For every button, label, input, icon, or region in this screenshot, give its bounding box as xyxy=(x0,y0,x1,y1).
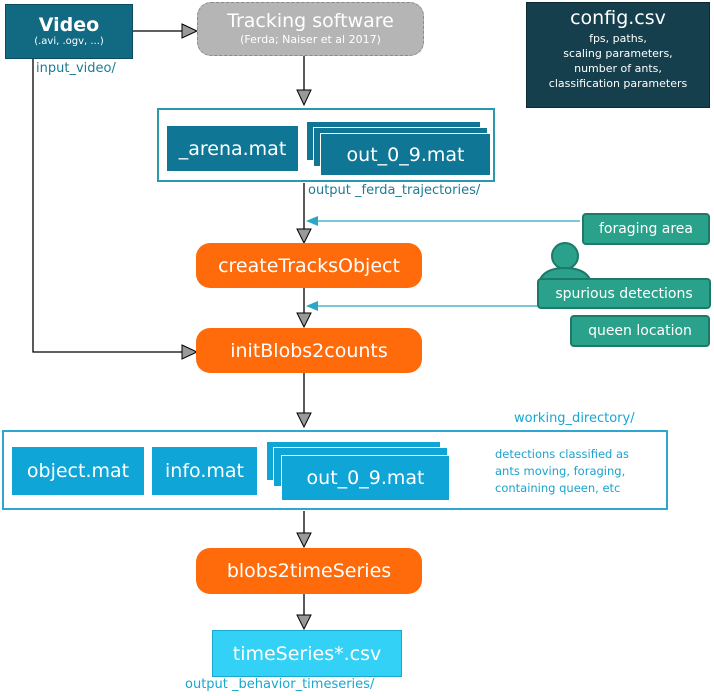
timeseries-file-node: timeSeries*.csv xyxy=(212,630,402,677)
timeseries-file-label: timeSeries*.csv xyxy=(232,642,382,665)
timeseries-output-label: output _behavior_timeseries/ xyxy=(185,677,375,692)
arrow-head-icon xyxy=(296,228,312,245)
config-line: classification parameters xyxy=(548,77,688,90)
init-blobs-label: initBlobs2counts xyxy=(230,339,388,362)
spurious-detections-label: spurious detections xyxy=(555,285,693,302)
queen-location-node: queen location xyxy=(570,315,710,347)
arrow-head-icon xyxy=(296,89,312,107)
config-title: config.csv xyxy=(570,7,666,29)
detections-note-line: containing queen, etc xyxy=(495,481,621,495)
out-mat-label-2: out_0_9.mat xyxy=(306,467,425,489)
blobs-timeseries-node: blobs2timeSeries xyxy=(196,548,422,594)
video-title: Video xyxy=(38,13,100,36)
foraging-area-label: foraging area xyxy=(598,221,694,237)
edge-video-init xyxy=(32,59,182,353)
arrow-head-icon xyxy=(306,216,318,226)
init-blobs-node: initBlobs2counts xyxy=(196,328,422,373)
spurious-detections-node: spurious detections xyxy=(537,278,711,309)
tracking-title: Tracking software xyxy=(227,10,394,32)
detections-note: detections classified as ants moving, fo… xyxy=(495,446,629,497)
config-line: number of ants, xyxy=(574,62,662,75)
ferda-output-label: output _ferda_trajectories/ xyxy=(308,183,481,198)
config-line: scaling parameters, xyxy=(563,47,673,60)
arrow-head-icon xyxy=(181,23,199,39)
detections-note-line: ants moving, foraging, xyxy=(495,464,626,478)
out-mat-box: out_0_9.mat xyxy=(320,133,491,176)
out-mat-label: out_0_9.mat xyxy=(346,143,465,166)
tracking-node: Tracking software (Ferda; Naiser et al 2… xyxy=(197,2,424,56)
queen-location-label: queen location xyxy=(588,323,692,339)
working-directory-label: working_directory/ xyxy=(514,411,635,426)
foraging-area-node: foraging area xyxy=(582,213,710,245)
info-mat-box: info.mat xyxy=(151,446,258,496)
out-mat-box-2: out_0_9.mat xyxy=(281,455,450,501)
arena-mat-box: _arena.mat xyxy=(166,125,299,172)
config-node: config.csv fps, paths, scaling parameter… xyxy=(526,2,710,108)
input-video-label: input_video/ xyxy=(36,61,116,76)
arrow-head-icon xyxy=(181,344,199,360)
tracking-subtitle: (Ferda; Naiser et al 2017) xyxy=(240,33,381,46)
video-node: Video (.avi, .ogv, ...) xyxy=(5,4,133,59)
object-mat-label: object.mat xyxy=(26,460,130,482)
arrow-head-icon xyxy=(306,301,318,311)
video-subtitle: (.avi, .ogv, ...) xyxy=(34,35,104,47)
create-tracks-node: createTracksObject xyxy=(196,243,422,288)
arena-mat-label: _arena.mat xyxy=(178,137,287,160)
blobs-timeseries-label: blobs2timeSeries xyxy=(226,560,392,582)
config-line: fps, paths, xyxy=(589,32,647,45)
info-mat-label: info.mat xyxy=(165,460,244,482)
arrow-head-icon xyxy=(296,532,312,549)
create-tracks-label: createTracksObject xyxy=(218,254,400,277)
detections-note-line: detections classified as xyxy=(495,447,630,461)
object-mat-box: object.mat xyxy=(11,446,145,496)
arrow-head-icon xyxy=(296,312,312,329)
arrow-head-icon xyxy=(296,614,312,631)
arrow-head-icon xyxy=(296,412,312,429)
